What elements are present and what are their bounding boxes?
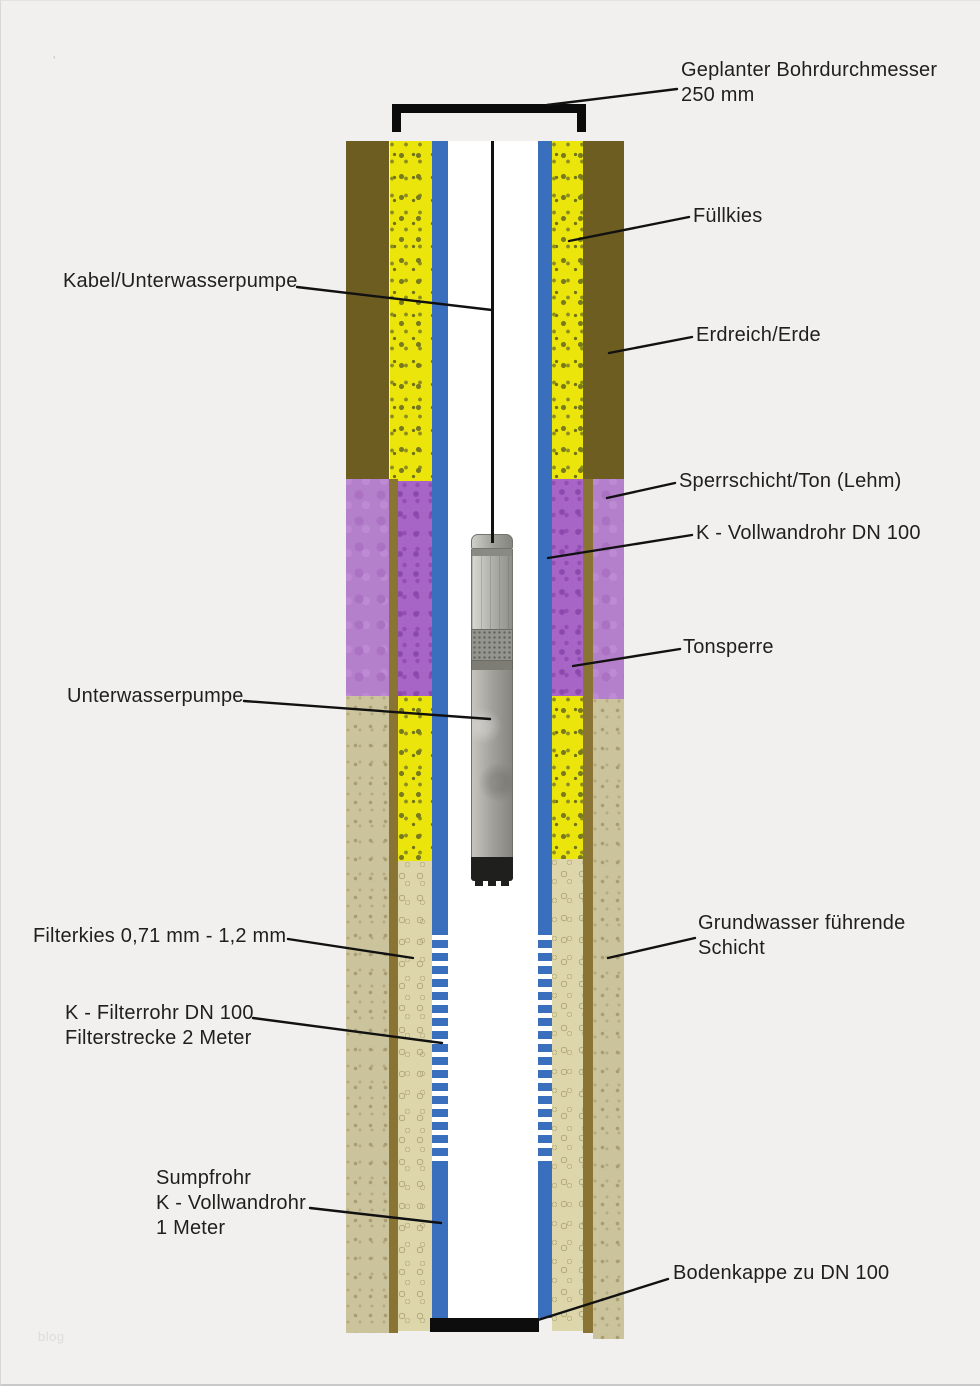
pump-foot — [471, 857, 513, 886]
label-bohrdurchmesser-line2: 250 mm — [681, 84, 755, 106]
pump-foot-nubs — [475, 881, 509, 886]
stray-mark: ' — [53, 53, 56, 68]
pipe-left-sumpfrohr — [432, 1169, 448, 1318]
leader-tonsperre — [571, 647, 682, 668]
leader-erdreich — [607, 335, 694, 355]
layer-sperrschicht-left — [346, 479, 389, 696]
label-bodenkappe: Bodenkappe zu DN 100 — [673, 1262, 890, 1284]
pipe-left-vollwandrohr — [432, 141, 448, 927]
pipe-left-filterrohr — [432, 927, 448, 1169]
leader-sperrschicht — [605, 481, 677, 500]
leader-bohrdurchmesser — [545, 87, 679, 107]
leader-vollwandrohr — [546, 533, 694, 560]
label-bohrdurchmesser: Geplanter Bohrdurchmesser 250 mm — [681, 58, 937, 108]
label-fuellkies: Füllkies — [693, 205, 763, 227]
borehole-wall-left — [389, 479, 398, 1333]
label-bohrdurchmesser-line1: Geplanter Bohrdurchmesser — [681, 59, 938, 81]
diameter-bracket — [392, 104, 586, 132]
pump-coupling-band — [471, 661, 513, 670]
submersible-pump — [471, 534, 513, 886]
layer-grundwasserschicht-right — [593, 699, 624, 1339]
pump-motor-section — [471, 556, 513, 629]
leader-unterwasserpumpe — [242, 699, 492, 721]
label-unterwasserpumpe: Unterwasserpumpe — [67, 685, 244, 707]
fill-tonsperre-right — [552, 479, 583, 696]
leader-fuellkies — [567, 215, 691, 243]
label-filterkies: Filterkies 0,71 mm - 1,2 mm — [33, 925, 287, 947]
label-vollwandrohr: K - Vollwandrohr DN 100 — [696, 522, 921, 544]
label-grundwasser: Grundwasser führende Schicht — [698, 912, 906, 959]
label-erdreich: Erdreich/Erde — [696, 324, 821, 346]
fill-fuellkies-right-lower — [552, 696, 583, 859]
label-sumpfrohr: Sumpfrohr K - Vollwandrohr 1 Meter — [156, 1167, 306, 1239]
fill-filterkies-right — [552, 859, 583, 1331]
leader-grundwasser — [606, 936, 697, 960]
fill-fuellkies-right-upper — [552, 141, 583, 479]
bodenkappe-cap — [430, 1318, 539, 1332]
label-tonsperre: Tonsperre — [683, 636, 774, 658]
leader-bodenkappe — [536, 1277, 670, 1322]
label-filterrohr: K - Filterrohr DN 100 Filterstrecke 2 Me… — [65, 1002, 254, 1049]
leader-kabel — [295, 285, 494, 312]
pipe-right-sumpfrohr — [538, 1169, 552, 1318]
leader-filterrohr — [251, 1016, 444, 1045]
leader-sumpfrohr — [308, 1206, 443, 1225]
pipe-right-filterrohr — [538, 927, 552, 1169]
label-sperrschicht: Sperrschicht/Ton (Lehm) — [679, 470, 902, 492]
pump-body — [471, 670, 513, 857]
fill-fuellkies-left-upper — [390, 141, 433, 481]
leader-filterkies — [286, 937, 415, 960]
leader-lines — [242, 87, 697, 1322]
pipe-right-vollwandrohr — [538, 141, 552, 927]
pump-intake-screen — [471, 629, 513, 661]
borehole-wall-right — [583, 479, 593, 1333]
label-kabel: Kabel/Unterwasserpumpe — [63, 270, 298, 292]
layer-grundwasserschicht-left — [346, 696, 389, 1333]
watermark: blog — [38, 1329, 65, 1344]
layer-erdreich-left — [346, 141, 389, 479]
pump-neck — [471, 549, 513, 556]
layer-erdreich-right — [583, 141, 624, 479]
